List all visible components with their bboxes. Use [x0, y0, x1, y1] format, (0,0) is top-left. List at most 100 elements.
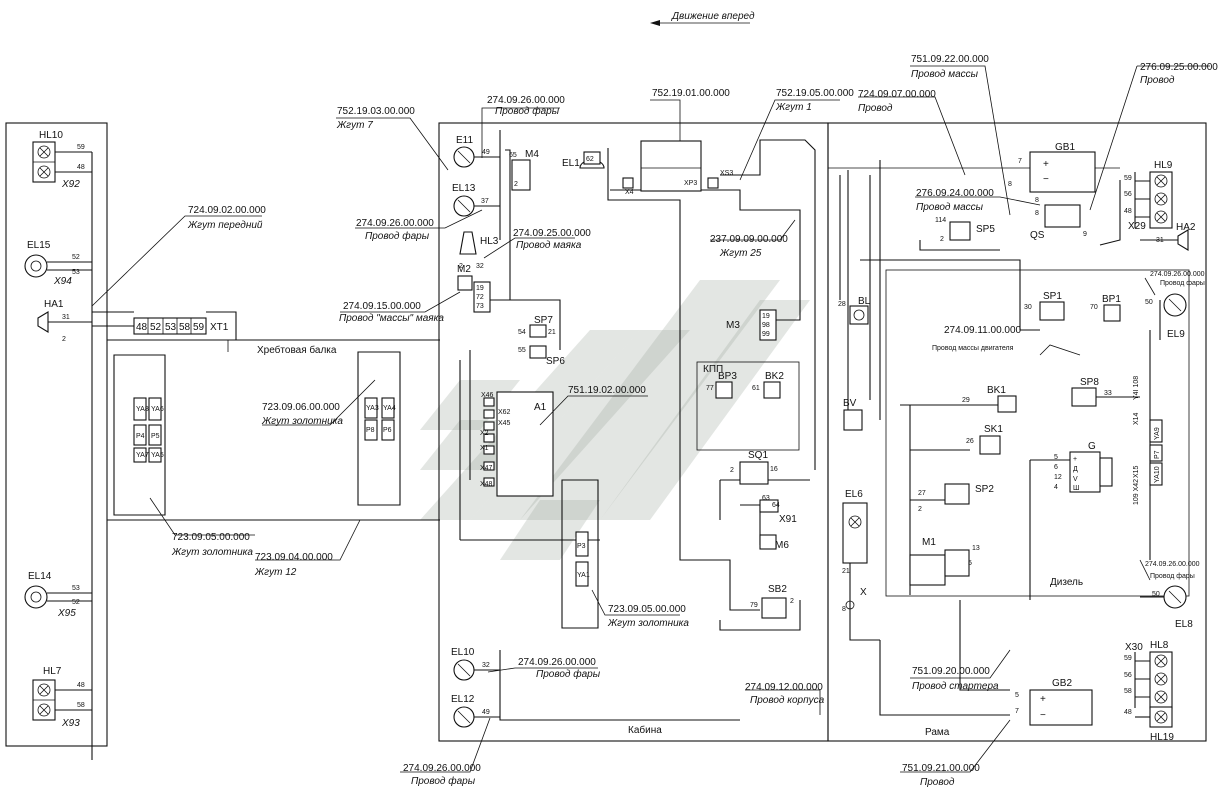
svg-text:276.09.24.00.000: 276.09.24.00.000 — [916, 188, 994, 199]
svg-text:Провод: Провод — [920, 777, 955, 788]
svg-text:32: 32 — [482, 662, 490, 669]
svg-text:21: 21 — [548, 329, 556, 336]
a1-label: A1 — [534, 402, 547, 413]
svg-text:8: 8 — [1008, 181, 1012, 188]
svg-text:58: 58 — [179, 322, 191, 333]
svg-text:274.09.25.00.000: 274.09.25.00.000 — [513, 228, 591, 239]
svg-text:X15: X15 — [1133, 465, 1140, 478]
svg-text:2: 2 — [62, 336, 66, 343]
m1-label: M1 — [922, 537, 936, 548]
svg-text:274.09.12.00.000: 274.09.12.00.000 — [745, 682, 823, 693]
bk1-label: BK1 — [987, 385, 1006, 396]
svg-text:52: 52 — [72, 599, 80, 606]
hl8-label: HL8 — [1150, 640, 1169, 651]
svg-text:54: 54 — [518, 329, 526, 336]
hl9-label: HL9 — [1154, 160, 1173, 171]
svg-text:62: 62 — [586, 156, 594, 163]
svg-text:Жгут передний: Жгут передний — [187, 220, 263, 231]
m2-label: M2 — [457, 264, 471, 275]
gearbox-label: КПП — [703, 364, 723, 375]
svg-text:5: 5 — [1015, 692, 1019, 699]
el10-label: EL10 — [451, 647, 475, 658]
hl7-lamp-block: HL7 48 58 X93 — [32, 666, 92, 729]
bk2-label: BK2 — [765, 371, 784, 382]
svg-text:109 X42: 109 X42 — [1133, 479, 1140, 505]
svg-text:YA7: YA7 — [136, 452, 149, 459]
svg-text:Провод фары: Провод фары — [365, 230, 430, 242]
hl3-label: HL3 — [480, 236, 499, 247]
m4-label: M4 — [525, 149, 539, 160]
svg-text:P6: P6 — [383, 427, 392, 434]
svg-text:58: 58 — [77, 702, 85, 709]
svg-text:274.09.11.00.000: 274.09.11.00.000 — [944, 325, 1022, 336]
svg-text:59: 59 — [77, 144, 85, 151]
sp5-switch: SP5 114 2 — [935, 217, 995, 243]
svg-text:77: 77 — [706, 385, 714, 392]
svg-text:33: 33 — [1104, 390, 1112, 397]
a1-unit: A1 X46 X62 X45 X2 X1 X47 X48 — [480, 391, 554, 497]
svg-text:65: 65 — [509, 152, 517, 159]
x91-m6: 63 64 X91 M6 — [759, 495, 797, 551]
svg-text:8: 8 — [842, 606, 846, 613]
x29-label: X29 — [1128, 221, 1146, 232]
bk1-sensor: BK1 29 — [962, 385, 1017, 413]
svg-text:4: 4 — [1054, 484, 1058, 491]
bl-sensor: BL 28 — [838, 296, 871, 325]
svg-text:Жгут золотника: Жгут золотника — [607, 618, 689, 629]
svg-text:276.09.25.00.000: 276.09.25.00.000 — [1140, 62, 1218, 73]
m1-starter: M1 13 5 — [909, 537, 980, 586]
svg-text:752.19.03.00.000: 752.19.03.00.000 — [337, 106, 415, 117]
frame-member-label: Хребтовая балка — [257, 344, 337, 356]
svg-text:30: 30 — [1024, 304, 1032, 311]
el15-label: EL15 — [27, 240, 51, 251]
sp7-sp6-switches: SP7 SP6 54 55 21 — [518, 315, 565, 367]
sk1-sensor: SK1 26 — [966, 424, 1003, 455]
svg-text:Провод стартера: Провод стартера — [912, 681, 999, 692]
svg-text:274.09.26.00.000: 274.09.26.00.000 — [518, 657, 596, 668]
el8-label: EL8 — [1175, 619, 1193, 630]
svg-text:29: 29 — [962, 397, 970, 404]
x94-label: X94 — [53, 276, 72, 287]
bv-sensor: BV — [843, 398, 863, 431]
svg-text:X4: X4 — [625, 189, 634, 196]
svg-text:2: 2 — [940, 236, 944, 243]
svg-text:19: 19 — [762, 313, 770, 320]
svg-text:48: 48 — [1124, 709, 1132, 716]
el9-label: EL9 — [1167, 329, 1185, 340]
el6-label: EL6 — [845, 489, 863, 500]
el15-headlamp: EL15 52 53 X94 — [24, 240, 92, 287]
diesel-label: Дизель — [1050, 577, 1083, 588]
svg-text:X1: X1 — [480, 445, 489, 452]
m4-motor: M4 65 2 — [509, 149, 539, 191]
hl10-label: HL10 — [39, 130, 63, 141]
svg-text:Провод корпуса: Провод корпуса — [750, 695, 825, 706]
svg-text:48: 48 — [77, 682, 85, 689]
svg-text:48: 48 — [136, 322, 148, 333]
svg-text:X47: X47 — [480, 465, 493, 472]
svg-text:32: 32 — [476, 263, 484, 270]
svg-text:Провод маяка: Провод маяка — [516, 240, 582, 251]
svg-text:X45: X45 — [498, 420, 511, 427]
svg-text:YA10: YA10 — [1154, 466, 1161, 483]
svg-text:Провод массы: Провод массы — [911, 69, 979, 80]
sp8-label: SP8 — [1080, 377, 1099, 388]
svg-text:P5: P5 — [151, 433, 160, 440]
ha1-label: HA1 — [44, 299, 64, 310]
el14-label: EL14 — [28, 571, 52, 582]
svg-text:751.09.20.00.000: 751.09.20.00.000 — [912, 666, 990, 677]
svg-text:752.19.01.00.000: 752.19.01.00.000 — [652, 88, 730, 99]
svg-text:P8: P8 — [366, 427, 375, 434]
svg-text:YA4: YA4 — [383, 405, 396, 412]
svg-text:−: − — [1040, 710, 1046, 721]
svg-text:72: 72 — [476, 294, 484, 301]
svg-text:27: 27 — [918, 490, 926, 497]
svg-text:16: 16 — [770, 466, 778, 473]
hl10-lamp-block: HL10 59 48 X92 — [32, 130, 93, 760]
svg-text:53: 53 — [72, 585, 80, 592]
e11-lamp: E11 49 — [453, 135, 500, 168]
el1-lamp: EL1 62 — [562, 151, 605, 169]
el10-lamp: EL10 32 — [451, 647, 500, 681]
svg-text:26: 26 — [966, 438, 974, 445]
hl7-label: HL7 — [43, 666, 62, 677]
sp1-label: SP1 — [1043, 291, 1062, 302]
